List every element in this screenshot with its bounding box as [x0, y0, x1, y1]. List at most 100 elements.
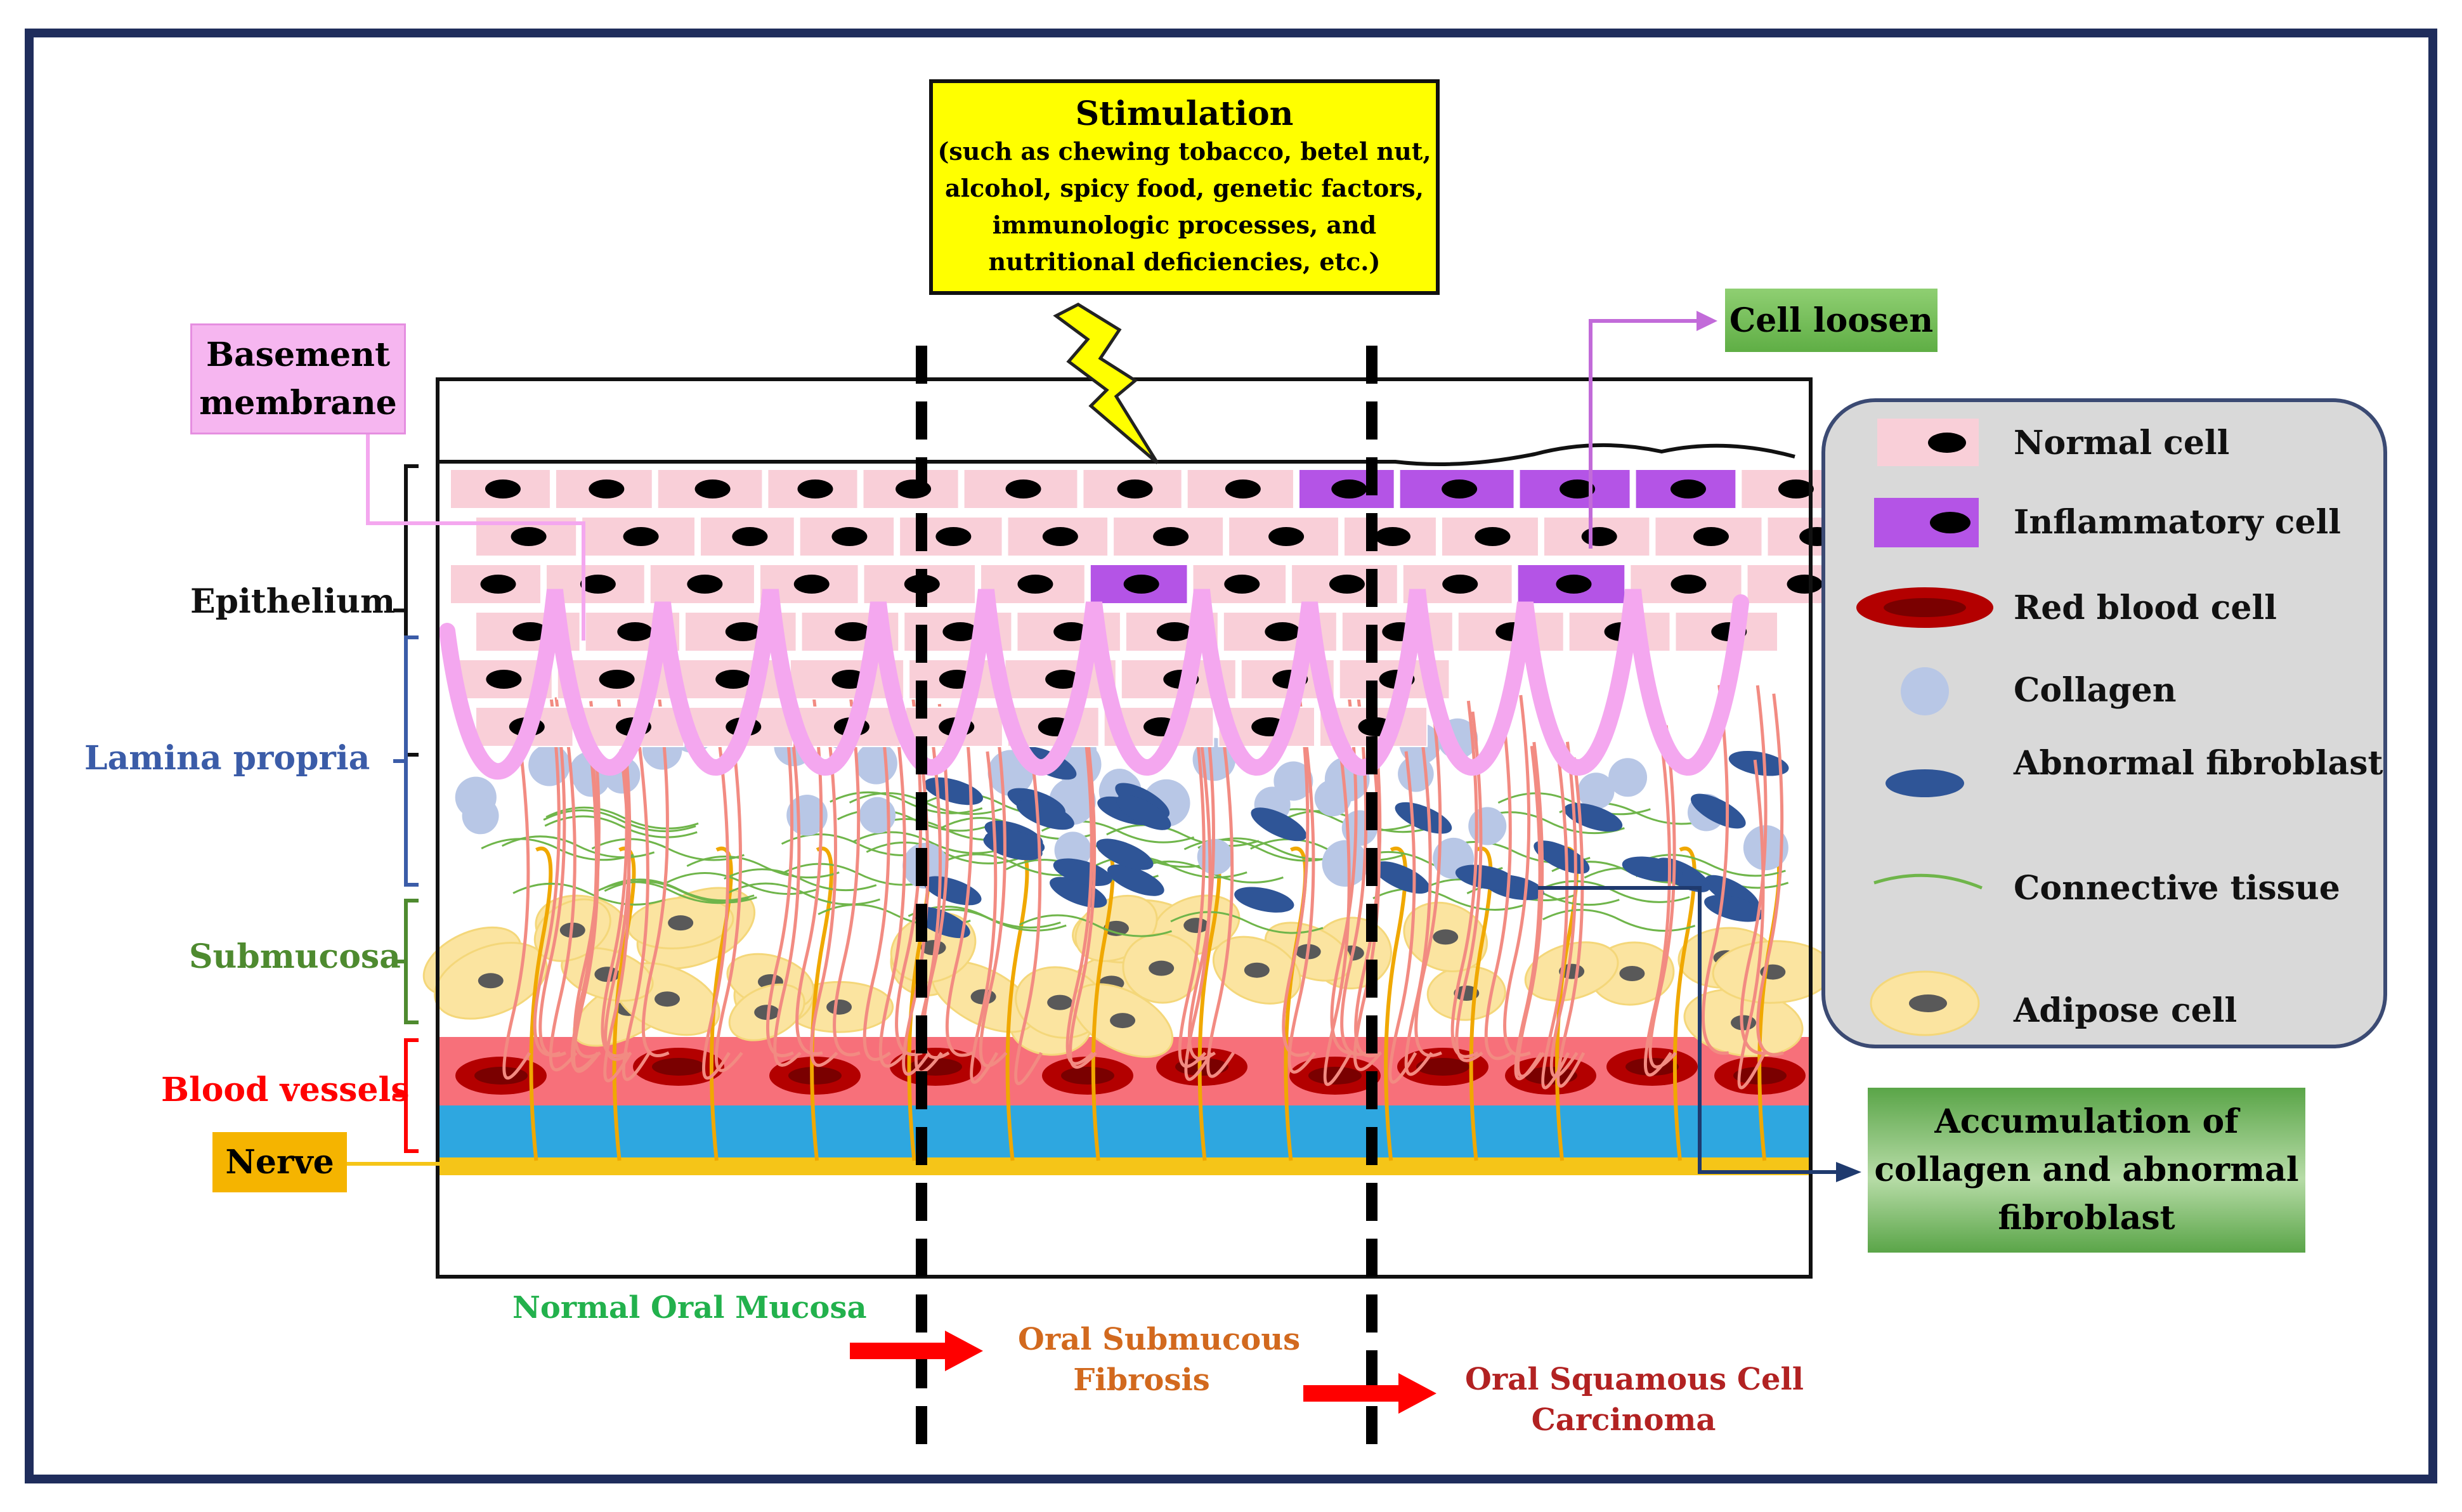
capillary — [773, 721, 802, 1067]
cell-nucleus — [480, 575, 516, 594]
capillary — [641, 697, 670, 1057]
epithelium-bracket — [393, 464, 419, 757]
capillary — [833, 694, 861, 1057]
stimulation-line: nutritional deficiencies, etc.) — [988, 247, 1381, 276]
legend-label-normal-cell: Normal cell — [2014, 424, 2230, 462]
connective-tissue-strand — [724, 868, 877, 892]
collagen — [1273, 761, 1313, 801]
stimulation-line: (such as chewing tobacco, betel nut, — [937, 136, 1431, 166]
red-blood-cell-core — [788, 1067, 842, 1085]
nerve-fiber — [810, 846, 833, 1161]
capillary — [1069, 725, 1097, 1069]
capillary — [572, 733, 601, 1073]
capillary — [549, 731, 578, 1072]
normal-cell — [980, 564, 1086, 604]
submucosa-label: Submucosa — [189, 937, 401, 976]
abnormal-fibroblast — [1395, 802, 1452, 834]
cell-nucleus — [1329, 575, 1365, 594]
accumulation-line: fibroblast — [1998, 1199, 2175, 1237]
stimulation-title: Stimulation — [1075, 94, 1294, 133]
capillary — [1556, 757, 1586, 1088]
cell-nucleus — [935, 527, 972, 546]
basement-membrane — [439, 589, 1749, 780]
stage-arrow-head — [945, 1331, 983, 1371]
cell-nucleus — [1224, 575, 1260, 594]
stage-arrow-shaft — [850, 1343, 945, 1359]
legend-label-adipose-cell: Adipose cell — [2014, 991, 2237, 1030]
abnormal-fibroblast — [1096, 838, 1154, 870]
accumulation-callout: Accumulation of collagen and abnormal fi… — [1868, 1088, 2305, 1253]
capillary — [922, 703, 950, 1060]
collagen — [1608, 758, 1648, 797]
capillary — [702, 745, 731, 1080]
accumulation-line: Accumulation of — [1934, 1102, 2239, 1141]
legend-label-red-blood-cell: Red blood cell — [2014, 589, 2277, 627]
red-blood-cell-core — [1061, 1067, 1114, 1085]
abnormal-fibroblast — [1728, 750, 1789, 776]
inflammatory-cell — [1516, 564, 1626, 604]
adipose-nucleus — [1149, 960, 1175, 976]
cell-nucleus — [1374, 527, 1410, 546]
cell-nucleus — [797, 479, 833, 499]
cell-nucleus — [1442, 575, 1478, 594]
stage-arrow-head — [1398, 1373, 1436, 1414]
normal-cell — [649, 564, 755, 604]
abnormal-fibroblast — [924, 777, 983, 805]
adipose-nucleus — [668, 915, 694, 931]
adipose-nucleus — [754, 1005, 780, 1020]
connective-tissue-strand — [501, 835, 655, 859]
cell-nucleus — [1265, 622, 1301, 641]
capillary — [1287, 734, 1317, 1074]
capillary — [1503, 694, 1531, 1057]
cell-nucleus — [1560, 479, 1596, 499]
capillary — [1187, 707, 1216, 1061]
capillary — [533, 694, 561, 1057]
capillary — [809, 722, 838, 1067]
cell-nucleus — [1475, 527, 1511, 546]
adipose-nucleus — [1110, 1013, 1136, 1029]
connective-tissue-strand — [512, 882, 666, 906]
red-blood-cell-core — [1416, 1058, 1469, 1076]
cell-nucleus — [1556, 575, 1592, 594]
collagen — [1468, 807, 1507, 845]
cell-nucleus — [589, 479, 625, 499]
capillary — [1541, 759, 1570, 1090]
oscc-line: Carcinoma — [1531, 1402, 1716, 1438]
collagen — [1197, 838, 1234, 875]
capillary — [1643, 740, 1672, 1077]
cell-nucleus — [512, 622, 549, 641]
capillary — [1702, 684, 1729, 1055]
lightning-bolt-icon — [1053, 303, 1159, 464]
osf-line: Fibrosis — [1073, 1362, 1210, 1398]
capillary — [1388, 751, 1417, 1084]
connective-tissue-strand — [666, 872, 819, 895]
nerve-fiber — [1672, 846, 1697, 1161]
capillary — [1455, 711, 1483, 1062]
cell-nucleus — [694, 479, 731, 499]
lamina-propria-label: Lamina propria — [84, 739, 370, 778]
cell-nucleus — [1156, 622, 1192, 641]
cell-nucleus — [599, 670, 635, 689]
abnormal-fibroblast — [1251, 807, 1307, 842]
abnormal-fibroblast — [1690, 793, 1746, 829]
normal-cell — [1112, 516, 1225, 557]
capillary — [1206, 741, 1235, 1078]
legend-label-collagen: Collagen — [2014, 671, 2177, 710]
collagen — [1322, 840, 1369, 887]
stage-arrow-shaft — [1303, 1385, 1398, 1402]
submucosa-bracket — [393, 899, 419, 1024]
connective-tissue-strand — [852, 831, 1006, 854]
adipose-nucleus — [1104, 920, 1130, 936]
capillary — [538, 697, 567, 1057]
cell-nucleus — [831, 527, 868, 546]
connective-tissue-strand — [1106, 824, 1260, 847]
capillary — [714, 732, 743, 1072]
capillary — [1014, 753, 1043, 1085]
adipose-nucleus — [478, 973, 504, 989]
legend-panel — [1821, 398, 2387, 1048]
osf-line: Oral Submucous — [1018, 1322, 1301, 1357]
adipose-nucleus — [1619, 966, 1645, 982]
cell-nucleus — [942, 622, 979, 641]
connective-tissue-strand — [545, 806, 699, 830]
abnormal-fibroblast — [1622, 856, 1683, 882]
